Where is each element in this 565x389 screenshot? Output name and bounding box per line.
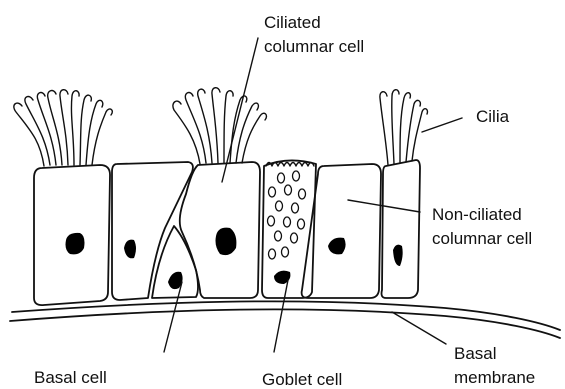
label-cilia: Cilia (476, 107, 510, 126)
nucleus-ciliated (216, 228, 237, 255)
nucleus-right (393, 245, 403, 266)
basal-membrane (10, 301, 560, 338)
basal-cell (152, 226, 198, 298)
label-basal-membrane-line1: Basal (454, 344, 497, 363)
cilia-tuft-left (14, 90, 112, 166)
nucleus-left (66, 233, 85, 255)
leader-cilia (422, 118, 462, 132)
goblet-mucus-granules (268, 171, 306, 259)
label-nonciliated-line2: columnar cell (432, 229, 532, 248)
nucleus-cell-2 (124, 240, 136, 259)
label-ciliated-line2: columnar cell (264, 37, 364, 56)
label-goblet-cell: Goblet cell (262, 370, 342, 389)
leader-ciliated (222, 38, 258, 182)
label-ciliated-line1: Ciliated (264, 13, 321, 32)
goblet-apex (266, 163, 314, 167)
leader-basal-membrane (392, 312, 446, 344)
cilia-tuft-middle (173, 88, 267, 164)
label-nonciliated-line1: Non-ciliated (432, 205, 522, 224)
cell-right-ciliated (382, 160, 421, 298)
leader-nonciliated (348, 200, 420, 212)
nucleus-nonciliated (328, 238, 346, 255)
label-basal-membrane-line2: membrane (454, 368, 535, 387)
label-basal-cell: Basal cell (34, 368, 107, 387)
leader-goblet-cell (274, 280, 288, 352)
leader-basal-cell (164, 282, 182, 352)
cilia-tuft-right (380, 90, 428, 165)
